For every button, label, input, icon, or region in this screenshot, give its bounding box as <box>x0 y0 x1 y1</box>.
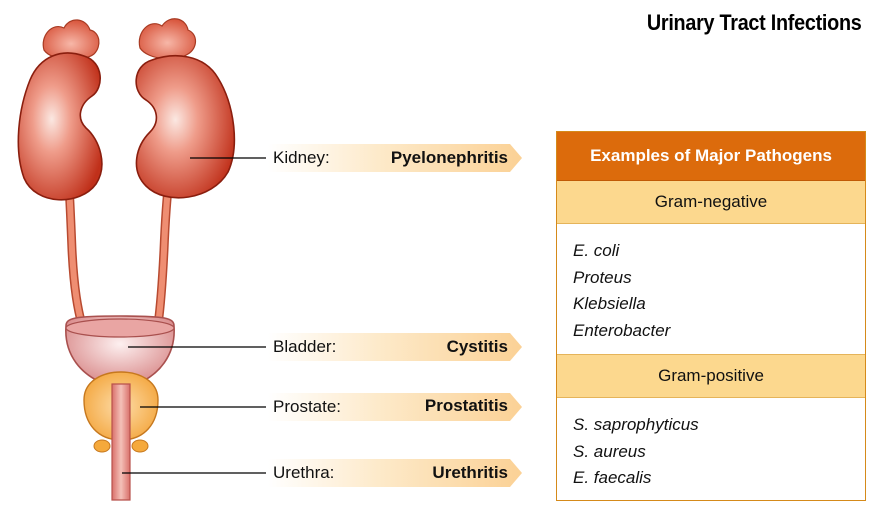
page-title: Urinary Tract Infections <box>647 10 862 35</box>
gram-positive-list: S. saprophyticus S. aureus E. faecalis <box>557 398 865 502</box>
right-adrenal-gland <box>138 18 197 60</box>
urethritis-label: Urethritis <box>432 463 508 482</box>
urethra <box>111 383 131 501</box>
list-item: E. faecalis <box>573 468 652 487</box>
list-item: Proteus <box>573 267 632 287</box>
pathogen-table: Examples of Major Pathogens Gram-negativ… <box>556 131 866 501</box>
bladder-rim <box>65 318 175 338</box>
pathogen-table-header: Examples of Major Pathogens <box>557 132 865 181</box>
left-kidney <box>17 52 103 201</box>
cystitis-label: Cystitis <box>446 337 508 356</box>
left-seminal-gland <box>93 439 111 453</box>
list-item: S. saprophyticus <box>573 415 699 434</box>
right-seminal-gland <box>131 439 149 453</box>
gram-negative-heading: Gram-negative <box>557 181 865 224</box>
urethra-label: Urethra: <box>273 463 335 482</box>
gram-positive-heading: Gram-positive <box>557 355 865 398</box>
right-kidney <box>135 55 236 199</box>
list-item: S. aureus <box>573 441 646 461</box>
prostatitis-label: Prostatitis <box>424 396 508 415</box>
bladder-label: Bladder: <box>273 337 337 356</box>
kidney-label: Kidney: <box>273 148 330 167</box>
bladder-arrow <box>268 333 522 361</box>
prostate-label: Prostate: <box>273 397 342 416</box>
gram-negative-list: E. coli Proteus Klebsiella Enterobacter <box>557 224 865 355</box>
leader-lines <box>122 157 266 474</box>
list-item: Enterobacter <box>573 320 671 340</box>
urethra-arrow <box>268 459 522 487</box>
prostate-arrow <box>268 393 522 421</box>
kidney-arrow <box>268 144 522 172</box>
label-arrows <box>268 144 522 487</box>
list-item: E. coli <box>573 241 620 260</box>
pyelonephritis-label: Pyelonephritis <box>390 148 508 167</box>
list-item: Klebsiella <box>573 294 646 313</box>
